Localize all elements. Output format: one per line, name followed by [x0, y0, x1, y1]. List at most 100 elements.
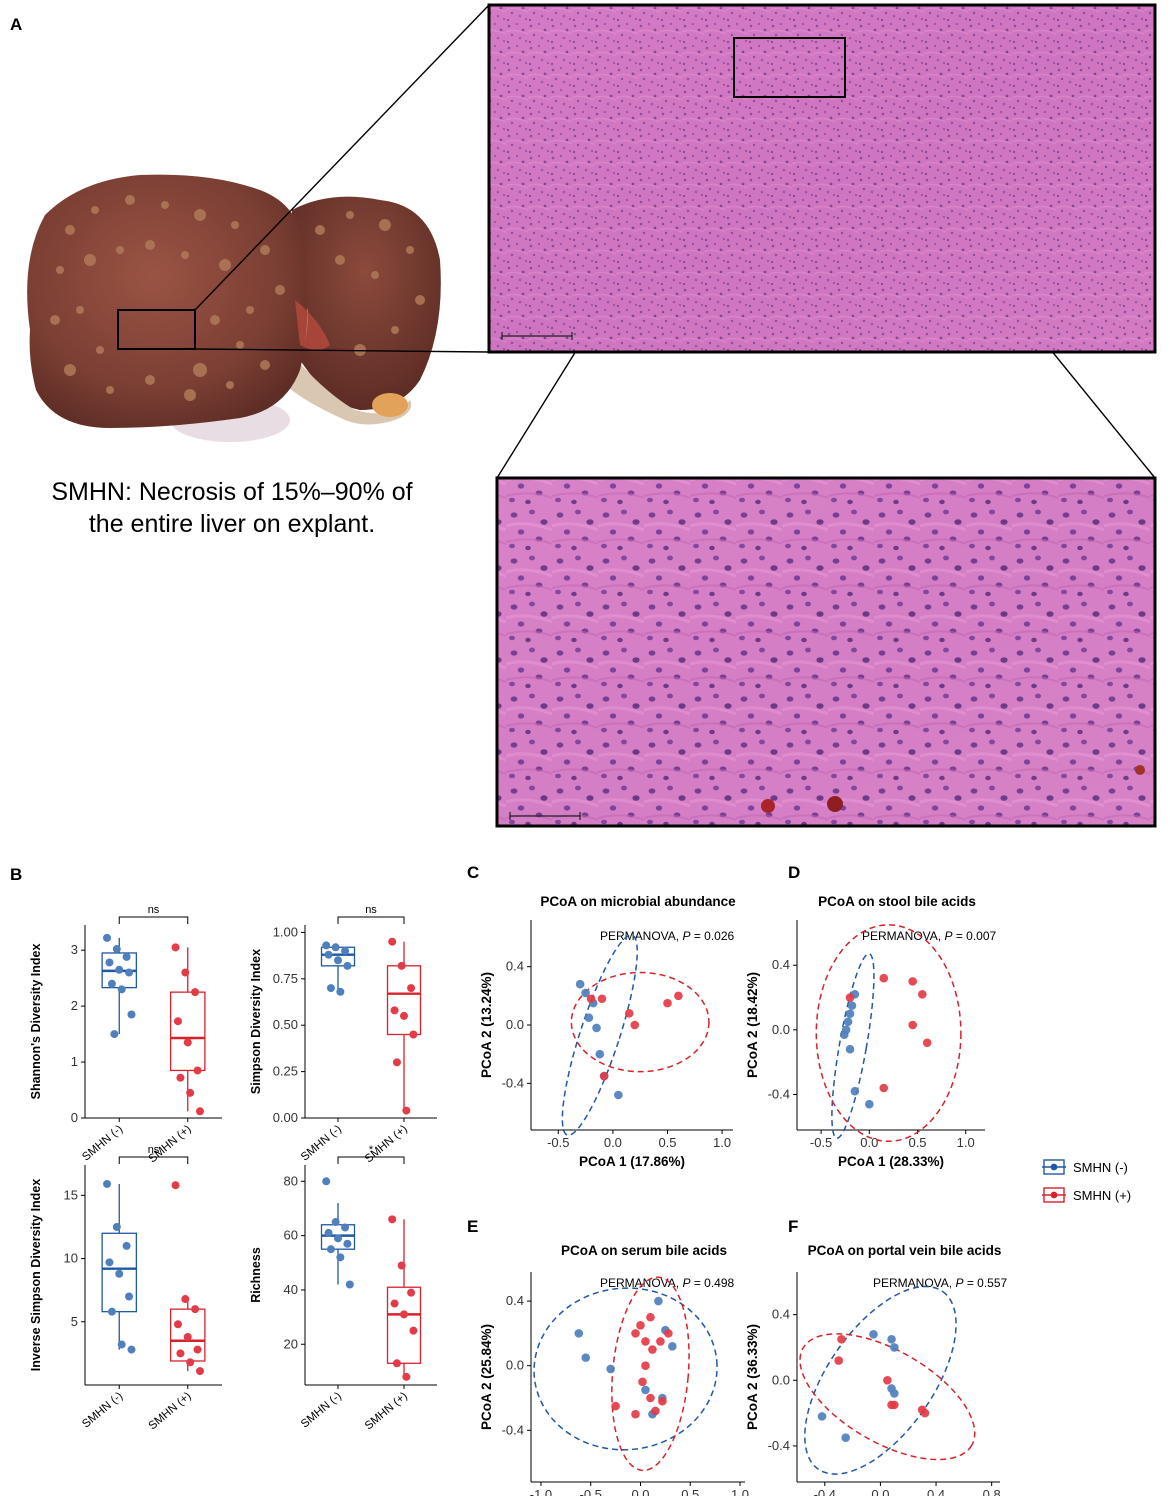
data-point — [171, 943, 180, 952]
data-point — [847, 1001, 857, 1010]
data-point — [922, 1038, 932, 1048]
confidence-ellipse-smhn-pos — [570, 971, 710, 1073]
data-point — [125, 1292, 134, 1301]
data-point — [845, 993, 855, 1002]
histology-low-magnification-image — [487, 3, 1157, 354]
y-axis-label: PCoA 2 (25.84%) — [479, 1324, 494, 1430]
y-tick-label: -0.4 — [768, 1086, 790, 1101]
data-point — [595, 1049, 605, 1059]
data-point — [890, 1389, 899, 1398]
scale-bar-high — [509, 812, 581, 820]
y-tick-label: 2 — [71, 998, 78, 1013]
data-point — [887, 1334, 896, 1344]
box-iqr — [386, 965, 422, 1036]
data-point — [865, 1099, 874, 1109]
data-point — [181, 968, 190, 977]
data-point — [392, 1359, 401, 1368]
x-tick-label: SMHN (-) — [299, 1123, 344, 1164]
data-point — [845, 1009, 855, 1018]
data-point — [631, 1329, 640, 1338]
data-point — [887, 1400, 896, 1410]
confidence-ellipse-smhn-pos — [815, 924, 962, 1143]
data-point — [117, 1340, 126, 1349]
y-axis-label: Shannon's Diversity Index — [29, 944, 43, 1100]
data-point — [122, 952, 131, 961]
y-tick-label: 0.0 — [772, 1372, 790, 1387]
y-axis-label: Simpson Diversity Index — [249, 949, 263, 1094]
y-axis-label: Inverse Simpson Diversity Index — [29, 1179, 43, 1371]
box-smhn-neg — [101, 1183, 138, 1350]
box-smhn-pos — [386, 941, 422, 1111]
y-tick-label: 0.50 — [273, 1017, 298, 1032]
data-point — [115, 1269, 124, 1278]
data-point — [581, 1353, 591, 1362]
panel-letter: E — [467, 1217, 478, 1236]
data-point — [611, 1401, 620, 1411]
panel-letter: B — [10, 865, 22, 884]
data-point — [105, 1258, 114, 1267]
box-smhn-pos — [169, 947, 206, 1112]
data-point — [636, 1321, 645, 1330]
data-point — [127, 1345, 136, 1354]
x-tick-label: -0.5 — [580, 1487, 602, 1496]
data-point — [630, 1020, 640, 1030]
legend-item-smhn-neg: SMHN (-) — [1042, 1159, 1128, 1175]
x-tick-label: 1.0 — [713, 1135, 731, 1150]
data-point — [345, 1280, 354, 1289]
data-point — [127, 1010, 136, 1019]
x-tick-label: SMHN (-) — [299, 1390, 344, 1431]
x-tick-label: 0.8 — [983, 1487, 1001, 1496]
data-point — [183, 1332, 192, 1341]
x-tick-label: 0.0 — [604, 1135, 622, 1150]
chart-title: PCoA on serum bile acids — [561, 1243, 727, 1258]
confidence-ellipse-smhn-neg — [804, 1285, 957, 1475]
data-point — [171, 1181, 180, 1190]
x-tick-label: 0.4 — [927, 1487, 945, 1496]
data-point — [641, 1337, 650, 1346]
data-point — [920, 1408, 930, 1418]
y-tick-label: 0.4 — [506, 959, 524, 974]
x-tick-label: 0.5 — [658, 1135, 676, 1150]
data-point — [407, 984, 416, 993]
box-iqr — [169, 991, 206, 1072]
legend-swatch-point-pos — [1050, 1191, 1058, 1199]
x-tick-label: -0.4 — [814, 1487, 836, 1496]
legend-item-smhn-pos: SMHN (+) — [1042, 1187, 1131, 1203]
data-point — [341, 946, 350, 955]
chart-title: PCoA on portal vein bile acids — [808, 1243, 1002, 1258]
chart-title: PCoA on stool bile acids — [818, 894, 976, 909]
liver-specimen-image — [27, 174, 441, 442]
x-tick-label: SMHN (-) — [80, 1123, 125, 1164]
data-point — [322, 941, 331, 950]
y-tick-label: 1.00 — [273, 924, 298, 939]
confidence-ellipse-smhn-pos — [799, 1333, 976, 1461]
data-point — [584, 1013, 594, 1023]
x-tick-label: -0.5 — [547, 1135, 569, 1150]
x-axis-label: PCoA 1 (28.33%) — [838, 1154, 944, 1169]
x-tick-label: SMHN (-) — [80, 1390, 125, 1431]
y-tick-label: 0.25 — [273, 1064, 298, 1079]
data-point — [586, 994, 596, 1004]
data-point — [879, 1083, 889, 1093]
data-point — [656, 1337, 665, 1346]
legend-label-smhn-pos: SMHN (+) — [1073, 1188, 1131, 1203]
data-point — [176, 1073, 185, 1082]
data-point — [392, 1058, 401, 1067]
data-point — [322, 1177, 331, 1186]
legend: SMHN (-) SMHN (+) — [1042, 1159, 1131, 1203]
data-point — [908, 977, 917, 986]
legend-swatch-box-neg — [1043, 1159, 1065, 1175]
data-point — [606, 1364, 615, 1374]
data-point — [343, 1239, 352, 1248]
x-tick-label: 0.0 — [871, 1487, 889, 1496]
y-axis-label: Richness — [249, 1247, 263, 1303]
y-tick-label: -0.4 — [502, 1422, 524, 1437]
data-point — [834, 1356, 844, 1365]
y-tick-label: 15 — [64, 1187, 78, 1202]
data-point — [668, 1342, 677, 1351]
y-tick-label: 40 — [284, 1282, 298, 1297]
